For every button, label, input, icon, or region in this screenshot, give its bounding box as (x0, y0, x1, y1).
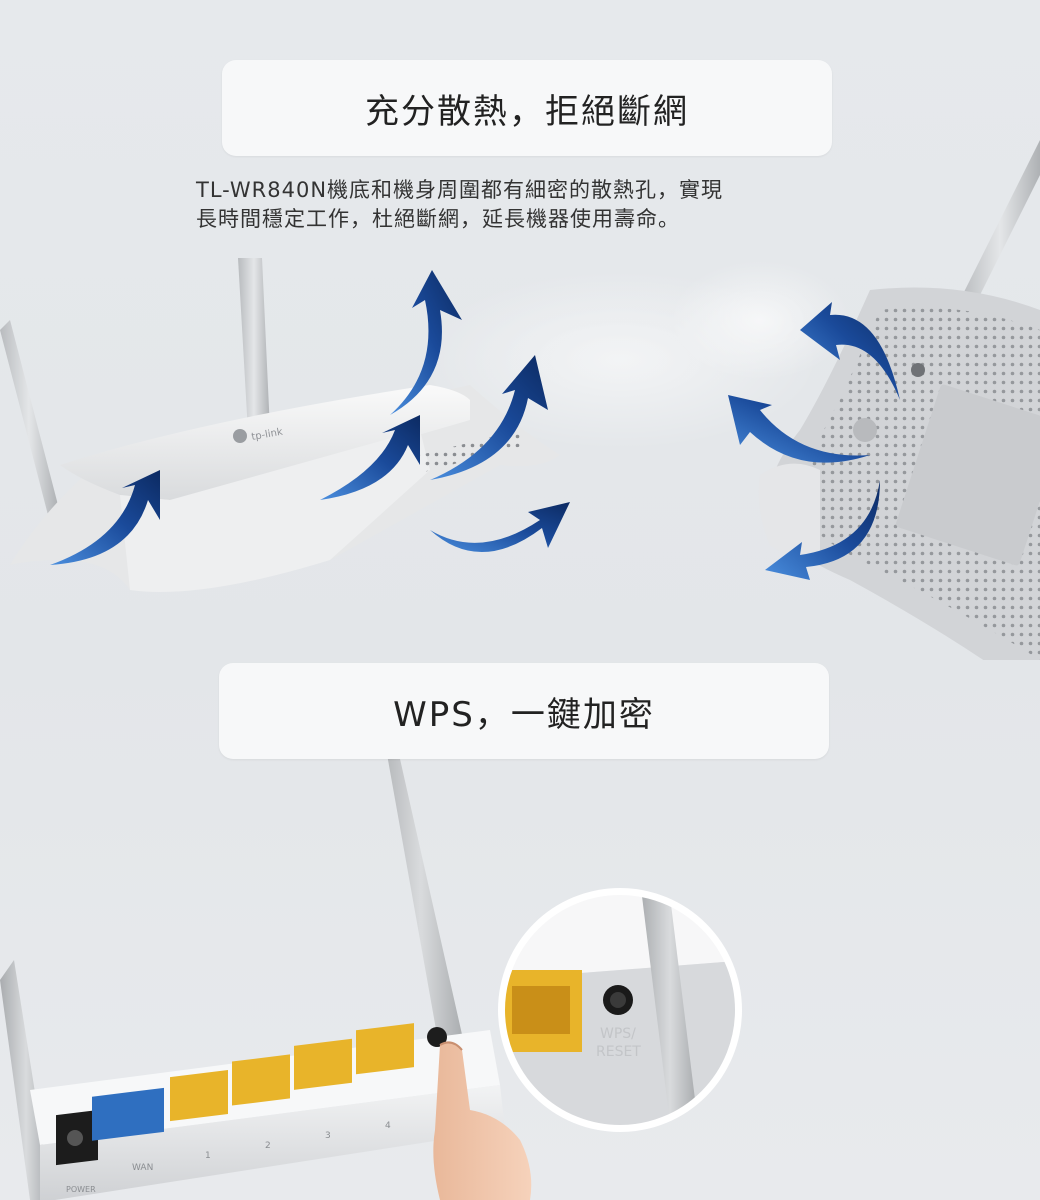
rear-antenna (372, 670, 470, 1080)
heat-description-line: TL-WR840N機底和機身周圍都有細密的散熱孔，實現 (196, 178, 724, 202)
heat-section-title: 充分散熱，拒絕斷網 (365, 91, 689, 132)
port-label: 1 (205, 1151, 211, 1161)
port-label: 2 (265, 1141, 271, 1151)
lan-port-1 (170, 1070, 228, 1122)
router-rear-face (40, 1085, 505, 1200)
wps-title-card: WPS，一鍵加密 (219, 663, 829, 759)
heat-arrow-icon (390, 270, 462, 415)
heat-arrow-icon (765, 480, 880, 580)
router-back-panel: POWER WAN 1 2 3 4 (30, 1023, 505, 1200)
lan-port-3 (294, 1038, 352, 1090)
pointing-finger-icon (433, 1041, 532, 1200)
power-jack-hole (67, 1130, 83, 1146)
router-logo-text: tp-link (251, 427, 284, 443)
port-label: 3 (325, 1131, 331, 1141)
wps-section: POWER WAN 1 2 3 4 WPS/ RESET (0, 660, 1040, 1200)
heat-arrow-icon (728, 395, 870, 463)
heat-arrow-icon (50, 470, 160, 565)
right-antenna (960, 140, 1040, 305)
heat-dissipation-section: tp-link 充分散熱，拒絕斷網 TL (0, 60, 1040, 660)
router-front-face (120, 430, 430, 592)
left-antenna (0, 960, 52, 1200)
power-label: POWER (66, 1185, 96, 1194)
heat-flow-arrows-right (728, 302, 900, 580)
wan-port (92, 1087, 164, 1141)
port-label: WAN (132, 1163, 153, 1173)
wps-illustration: POWER WAN 1 2 3 4 WPS/ RESET (0, 670, 742, 1200)
heat-arrow-icon (320, 415, 420, 500)
screw-hole (911, 363, 925, 377)
wps-button (427, 1027, 447, 1047)
heat-title-card: 充分散熱，拒絕斷網 (222, 60, 832, 156)
heat-description-line: 長時間穩定工作，杜絕斷網，延長機器使用壽命。 (196, 207, 680, 231)
reset-label: RESET (596, 1044, 641, 1060)
wps-section-title: WPS，一鍵加密 (393, 694, 655, 735)
left-antenna (0, 320, 58, 515)
wps-label: WPS/ (600, 1026, 636, 1042)
router-foot (758, 463, 820, 560)
rear-antenna (238, 258, 270, 432)
heat-dissipation-illustration: tp-link (0, 140, 1040, 660)
zoomed-antenna (640, 892, 700, 1128)
router-top-cover (60, 385, 470, 500)
router-front-view: tp-link (0, 258, 560, 592)
heat-description: TL-WR840N機底和機身周圍都有細密的散熱孔，實現 長時間穩定工作，杜絕斷網… (196, 176, 856, 234)
heat-flow-arrows-left (50, 270, 570, 565)
product-label (896, 384, 1040, 566)
mounting-hole (853, 418, 877, 442)
lan-port-2 (232, 1054, 290, 1106)
airflow-mist (670, 260, 850, 380)
router-underside-view (758, 140, 1040, 660)
tp-link-logo-icon (233, 429, 247, 443)
heat-arrow-icon (800, 302, 900, 400)
lan-port-4 (356, 1023, 414, 1075)
wps-button-zoom-view: WPS/ RESET (498, 888, 742, 1132)
heat-arrow-icon (430, 355, 548, 480)
port-label: 4 (385, 1121, 391, 1131)
heat-arrow-icon (430, 502, 570, 553)
